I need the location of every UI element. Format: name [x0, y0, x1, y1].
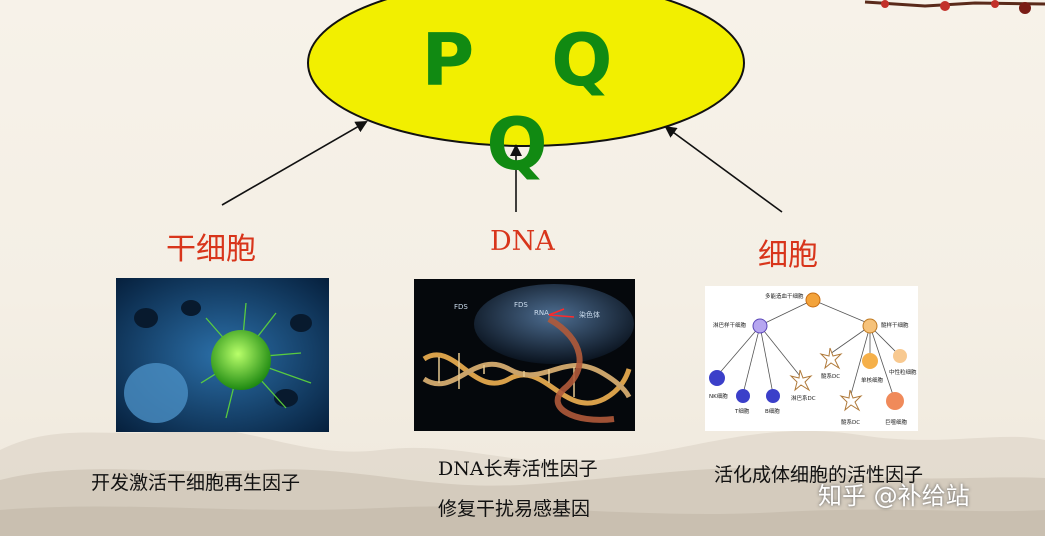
caption-dna-line-1: DNA长寿活性因子: [438, 458, 598, 480]
hema-label-0: 多能造血干细胞: [765, 292, 804, 300]
hema-label-7: 髓系DC: [821, 372, 840, 380]
hema-label-2: 髓样干细胞: [881, 321, 909, 329]
dna-label-3: RNA: [534, 309, 549, 317]
hema-label-3: NK细胞: [709, 392, 728, 400]
caption-cell: 活化成体细胞的活性因子: [714, 464, 924, 486]
hema-label-1: 淋巴样干细胞: [713, 321, 747, 329]
plum-blossom-decoration: [864, 0, 1045, 14]
hema-label-10: 髓系DC: [841, 418, 860, 426]
hematopoiesis-diagram: 多能造血干细胞 淋巴样干细胞 髓样干细胞 NK细胞 T细胞 B细胞 淋巴系DC …: [705, 286, 918, 431]
hema-label-4: T细胞: [734, 407, 750, 415]
hema-label-5: B细胞: [765, 407, 780, 415]
watermark: 知乎 @补给站: [818, 482, 970, 510]
stem-cell-image: [116, 278, 329, 432]
hema-label-9: 中性粒细胞: [889, 368, 917, 376]
caption-dna-line-2: 修复干扰易感基因: [438, 498, 591, 520]
node-label-dna: DNA: [490, 226, 555, 257]
hema-label-8: 单核细胞: [861, 376, 884, 384]
dna-label-1: FDS: [454, 303, 468, 311]
arrow-cell: [664, 125, 783, 213]
node-label-stem-cell: 干细胞: [166, 232, 256, 267]
hema-label-6: 淋巴系DC: [791, 394, 816, 402]
dna-image: FDS FDS RNA 染色体: [414, 279, 635, 431]
dna-label-4: 染色体: [579, 310, 600, 319]
node-label-cell: 细胞: [758, 238, 818, 273]
ink-mountain-background: [0, 428, 1045, 536]
arrow-stem-cell: [221, 121, 368, 206]
center-ellipse: [307, 0, 745, 147]
hema-label-11: 巨噬细胞: [885, 418, 908, 426]
center-title: P Q Q: [421, 18, 639, 186]
dna-label-2: FDS: [514, 301, 528, 309]
caption-stem-cell: 开发激活干细胞再生因子: [91, 472, 301, 494]
